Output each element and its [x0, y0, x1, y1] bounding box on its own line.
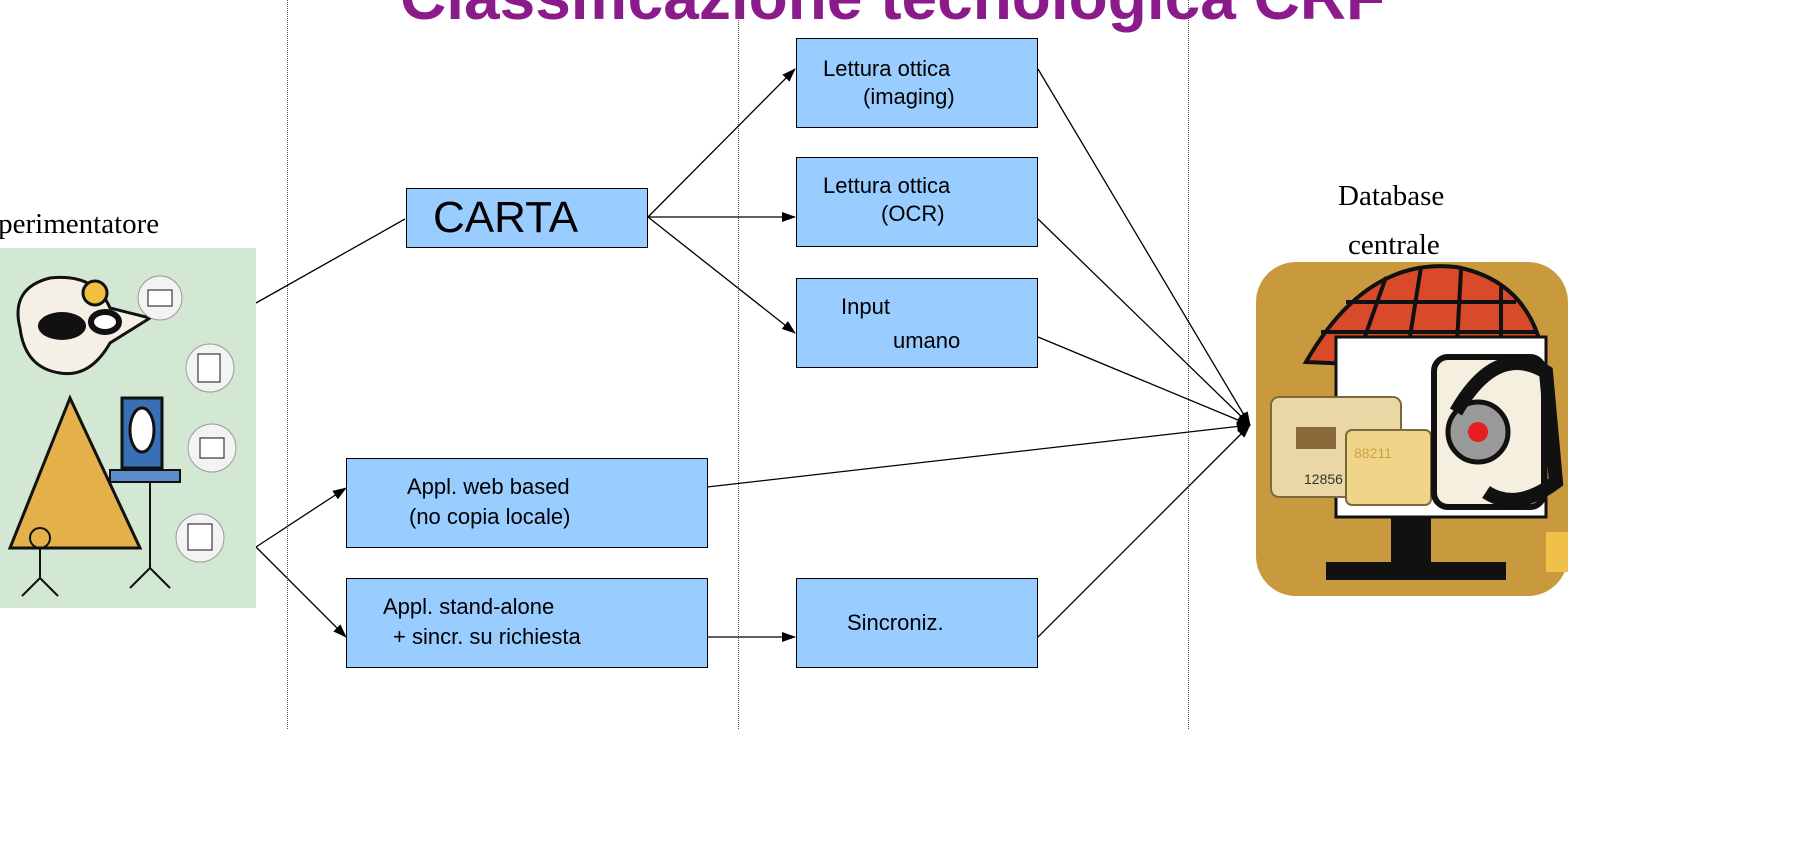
node-sincroniz: Sincroniz.: [796, 578, 1038, 668]
node-label-line1: Lettura ottica: [823, 173, 951, 198]
edge-actor-web: [255, 487, 347, 548]
edge-carta-input: [647, 216, 796, 334]
node-label-line2: (no copia locale): [409, 504, 571, 529]
edge-imaging-db: [1037, 68, 1251, 426]
node-carta: CARTA: [406, 188, 648, 248]
node-label: Sincroniz.: [847, 610, 944, 635]
column-divider: [738, 0, 739, 729]
node-label-line1: Lettura ottica: [823, 56, 951, 81]
svg-text:12856: 12856: [1304, 471, 1343, 487]
node-label-line1: Appl. web based: [407, 474, 570, 499]
database-label-line2: centrale: [1348, 229, 1440, 261]
connector-lines: [255, 68, 1251, 642]
database-illustration: 12856 88211: [1256, 262, 1568, 596]
edge-carta-imaging: [647, 68, 796, 218]
node-label-line2: + sincr. su richiesta: [393, 624, 581, 649]
node-carta-label: CARTA: [433, 193, 579, 242]
svg-text:88211: 88211: [1354, 445, 1392, 461]
researcher-illustration: [0, 248, 256, 608]
node-lettura-imaging: Lettura ottica (imaging): [796, 38, 1038, 128]
slide-title: Classificazione tecnologica CRF: [400, 0, 1600, 34]
node-input-umano: Input umano: [796, 278, 1038, 368]
edge-ocr-db: [1037, 218, 1251, 426]
database-label-line1: Database: [1338, 180, 1445, 212]
actor-label: Sperimentatore: [0, 208, 160, 240]
edge-actor-standalone: [255, 546, 347, 638]
edge-sync-db: [1037, 424, 1251, 638]
column-divider: [287, 0, 288, 729]
node-stand-alone: Appl. stand-alone + sincr. su richiesta: [346, 578, 708, 668]
node-label-line2: (OCR): [881, 201, 945, 226]
edge-actor-carta: [255, 218, 406, 304]
node-label-line2: (imaging): [863, 84, 955, 109]
edge-input-db: [1037, 336, 1251, 426]
edge-web-db: [706, 421, 1251, 488]
node-label-line1: Input: [841, 294, 890, 319]
node-label-line1: Appl. stand-alone: [383, 594, 555, 619]
node-lettura-ocr: Lettura ottica (OCR): [796, 157, 1038, 247]
node-web-based: Appl. web based (no copia locale): [346, 458, 708, 548]
node-label-line2: umano: [893, 328, 961, 353]
